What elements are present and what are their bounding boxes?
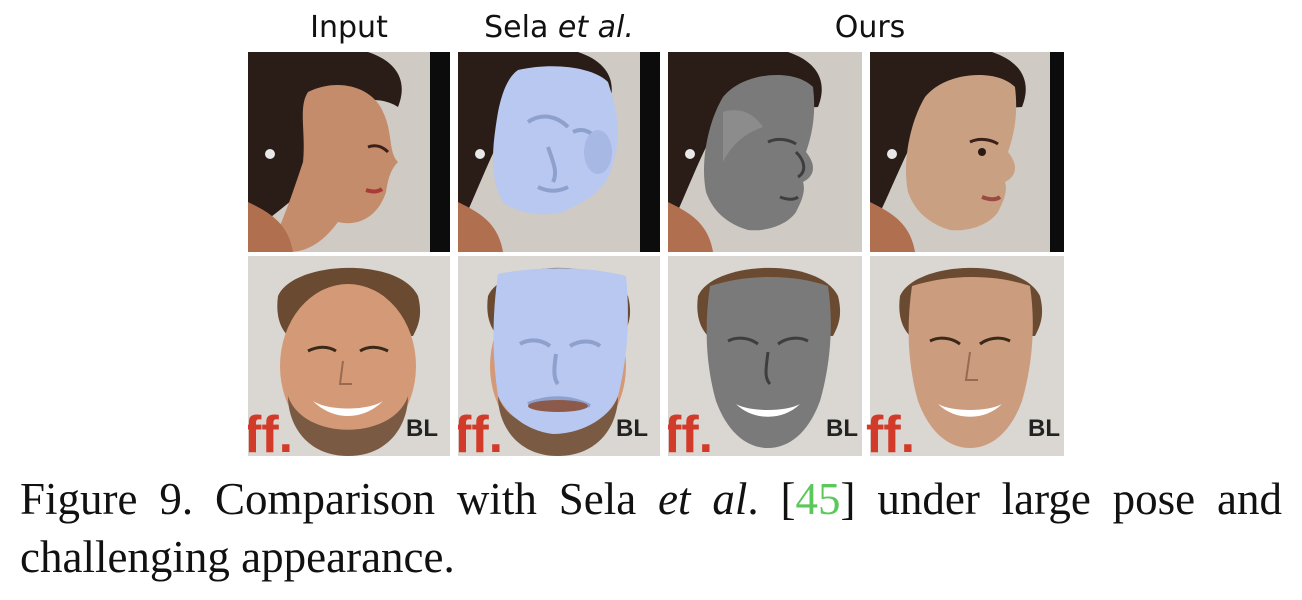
row2-ours-mesh-image: ff. BL	[668, 256, 870, 456]
header-ours: Ours	[668, 8, 1072, 48]
comparison-grid: ff. BL ff. BL	[248, 52, 1072, 456]
row1-input-image	[248, 52, 450, 252]
reference-link[interactable]: 45	[795, 474, 841, 524]
caption-text-2: . [	[747, 474, 796, 524]
caption-text-3: ] under large pose and challenging appea…	[20, 474, 1282, 582]
row2-input-sponsor: BL	[406, 415, 438, 442]
caption-text-1: Comparison with Sela	[193, 474, 659, 524]
row2-input-tiff-logo: ff.	[248, 406, 293, 456]
row2-ours-mesh-sponsor: BL	[826, 415, 858, 442]
header-sela: Sela et al.	[458, 8, 660, 48]
row2-sela-tiff-logo: ff.	[458, 406, 503, 456]
row2-sela-image: ff. BL	[458, 256, 660, 456]
row2-ours-textured-image: ff. BL	[862, 256, 1064, 456]
figure-caption: Figure 9. Comparison with Sela et al. [4…	[20, 470, 1282, 586]
row1-ours-textured-image	[862, 52, 1064, 252]
header-input-text: Input	[310, 10, 388, 45]
header-sela-etal: et al.	[557, 10, 634, 45]
header-ours-text: Ours	[834, 10, 906, 45]
row2-ours-textured-tiff-logo: ff.	[866, 406, 915, 456]
row2-sela-sponsor: BL	[616, 415, 648, 442]
row2-input-image: ff. BL	[248, 256, 450, 456]
header-input: Input	[248, 8, 450, 48]
caption-italic: et al	[658, 474, 748, 524]
caption-label: Figure 9.	[20, 474, 194, 524]
row1-ours-mesh-image	[668, 52, 870, 252]
row2-ours-textured-sponsor: BL	[1028, 415, 1060, 442]
row2-ours-mesh-tiff-logo: ff.	[668, 406, 713, 456]
row1-sela-image	[458, 52, 660, 252]
header-sela-text: Sela	[484, 10, 558, 45]
